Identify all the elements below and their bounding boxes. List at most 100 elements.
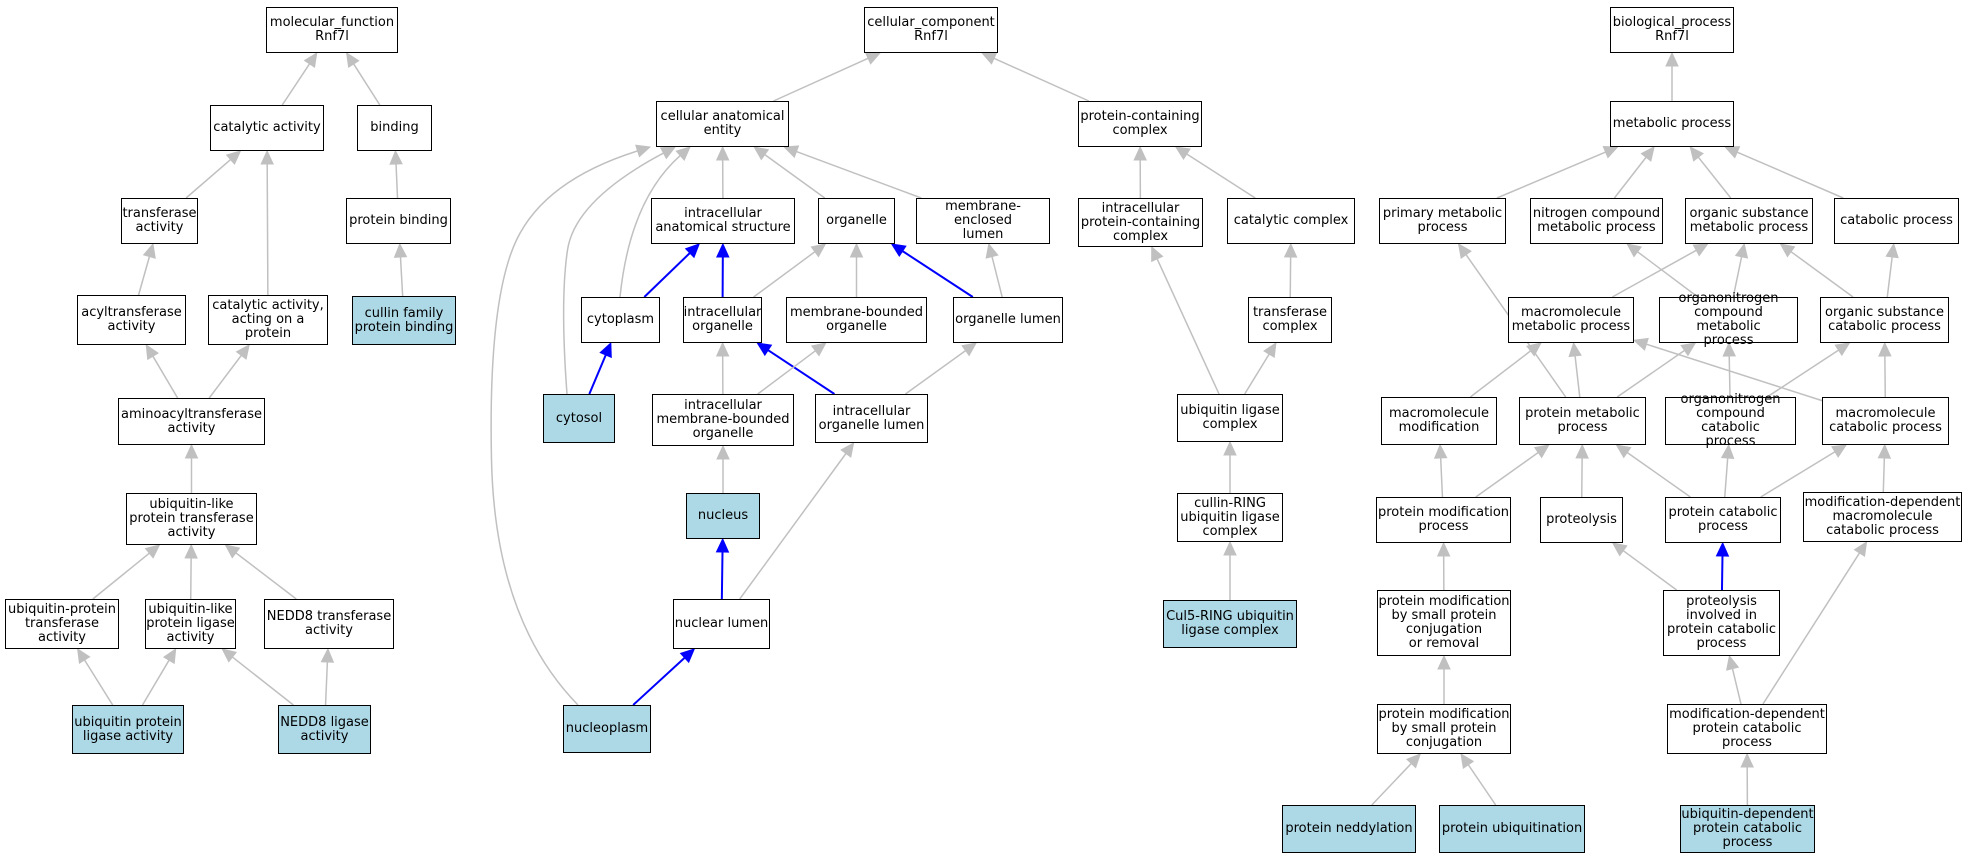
edge-nuclear-lumen-to-nucleus — [720, 551, 724, 600]
go-term-cullin-ring-complex: cullin-RING ubiquitin ligase complex — [1177, 493, 1283, 542]
go-term-macromolecule-catabolic: macromolecule catabolic process — [1822, 397, 1949, 445]
go-term-binding: binding — [357, 105, 432, 151]
go-term-transferase-complex: transferase complex — [1248, 297, 1332, 343]
go-term-protein-catabolic: protein catabolic process — [1665, 497, 1781, 543]
go-term-label: nucleoplasm — [565, 721, 649, 736]
edge-cullin-family-binding-to-protein-binding-arrowhead — [393, 242, 408, 258]
go-term-label: cellular anatomical entity — [660, 109, 785, 138]
edge-ubl-transferase-to-aminoacyltransferase-arrowhead — [184, 443, 199, 459]
edge-cytoplasm-to-intracellular-anatomical — [643, 252, 691, 298]
go-term-label: binding — [370, 120, 419, 135]
edge-mod-dep-protein-catabolic-to-proteolysis-catabolic — [1731, 668, 1742, 705]
go-term-label: cytoplasm — [586, 312, 655, 327]
go-term-intracellular-organelle-lumen: intracellular organelle lumen — [815, 394, 928, 443]
edge-membrane-enclosed-lumen-to-cellular-anatomical-entity-arrowhead — [783, 145, 800, 159]
edge-transferase-activity-to-catalytic-activity-arrowhead — [225, 150, 242, 165]
go-term-label: protein binding — [349, 213, 448, 228]
edge-protein-catabolic-to-macromolecule-catabolic-arrowhead — [1831, 444, 1848, 458]
go-term-label: intracellular anatomical structure — [655, 206, 791, 235]
go-term-ub-protein-transferase: ubiquitin-protein transferase activity — [5, 599, 119, 649]
edge-organelle-to-cellular-anatomical-entity — [764, 154, 826, 199]
edge-cul5-ring-complex-to-cullin-ring-complex-arrowhead — [1223, 540, 1237, 556]
edge-protein-binding-to-binding-arrowhead — [389, 149, 403, 165]
go-term-protein-ubiquitination: protein ubiquitination — [1439, 805, 1585, 853]
go-term-label: protein catabolic process — [1668, 505, 1778, 534]
edge-transferase-complex-to-catalytic-complex-arrowhead — [1283, 242, 1298, 258]
go-term-label: biological_process Rnf7l — [1612, 15, 1732, 44]
edge-nucleoplasm-to-nuclear-lumen — [632, 657, 686, 706]
edge-ub-dep-protein-catabolic-to-mod-dep-protein-catabolic-arrowhead — [1740, 752, 1754, 768]
edge-cullin-family-binding-to-protein-binding — [399, 256, 404, 297]
go-term-organonitrogen-metabolic: organonitrogen compound metabolic proces… — [1659, 292, 1798, 348]
go-term-label: proteolysis involved in protein cataboli… — [1666, 594, 1777, 651]
go-term-label: ubiquitin-protein transferase activity — [7, 602, 117, 645]
go-term-label: aminoacyltransferase activity — [121, 406, 262, 436]
edge-protein-catabolic-to-macromolecule-catabolic — [1760, 451, 1836, 498]
go-term-mod-dep-protein-catabolic: modification-dependent protein catabolic… — [1667, 704, 1827, 754]
edge-pm-small-protein-conj-to-pm-small-protein-conj-removal-arrowhead — [1437, 654, 1451, 670]
edge-intracellular-pc-complex-to-protein-containing-complex-arrowhead — [1133, 145, 1147, 161]
go-term-label: protein neddylation — [1285, 821, 1413, 836]
edge-ub-protein-transferase-to-ubl-transferase-arrowhead — [144, 544, 161, 559]
edge-protein-metabolic-to-macromolecule-metabolic — [1574, 355, 1581, 398]
edge-mod-dep-protein-catabolic-to-proteolysis-catabolic-arrowhead — [1726, 654, 1740, 671]
edge-membrane-enclosed-lumen-to-cellular-anatomical-entity — [796, 150, 922, 199]
go-term-protein-metabolic: protein metabolic process — [1519, 397, 1646, 445]
go-term-label: cullin family protein binding — [354, 305, 454, 335]
go-term-label: protein modification by small protein co… — [1378, 707, 1510, 750]
edge-nuclear-lumen-to-nucleus-arrowhead — [715, 537, 730, 553]
go-term-protein-binding: protein binding — [346, 198, 451, 244]
edge-catalytic-activity-to-mf-root-arrowhead — [303, 52, 318, 68]
edge-cytoplasm-to-cellular-anatomical-entity — [619, 155, 681, 298]
go-term-pm-small-protein-conj-removal: protein modification by small protein co… — [1377, 590, 1511, 656]
edge-catalytic-on-protein-to-catalytic-activity — [266, 163, 269, 296]
go-term-catalytic-complex: catalytic complex — [1227, 198, 1355, 244]
edge-macromolecule-catabolic-to-macromolecule-metabolic — [1646, 343, 1823, 402]
go-term-mod-dep-macromolecule-catabolic: modification-dependent macromolecule cat… — [1803, 492, 1962, 542]
edge-cullin-ring-complex-to-ub-ligase-complex-arrowhead — [1223, 440, 1237, 456]
edge-macromolecule-modification-to-macromolecule-metabolic — [1469, 350, 1532, 398]
edge-metabolic-process-to-bp-root-arrowhead — [1665, 51, 1679, 67]
edge-proteolysis-to-protein-metabolic-arrowhead — [1575, 443, 1589, 459]
edge-organic-substance-catabolic-to-catabolic-process-arrowhead — [1885, 242, 1899, 259]
go-term-nitrogen-compound-metabolic: nitrogen compound metabolic process — [1530, 198, 1663, 244]
edge-nitrogen-compound-metabolic-to-metabolic-process — [1613, 156, 1647, 199]
edge-organelle-lumen-to-organelle — [902, 250, 974, 298]
edge-catalytic-complex-to-protein-containing-complex-arrowhead — [1174, 146, 1191, 161]
edge-catabolic-process-to-metabolic-process — [1736, 151, 1844, 199]
edge-protein-modification-to-macromolecule-modification — [1439, 457, 1444, 498]
edge-nucleus-to-intracellular-mb-organelle-arrowhead — [716, 444, 730, 460]
edge-cellular-anatomical-entity-to-cc-root — [773, 57, 869, 102]
go-term-cellular-anatomical-entity: cellular anatomical entity — [656, 101, 789, 147]
go-term-label: cullin-RING ubiquitin ligase complex — [1180, 495, 1280, 539]
edge-intracellular-mb-organelle-to-membrane-bounded-organelle — [757, 350, 816, 395]
go-term-catalytic-on-protein: catalytic activity, acting on a protein — [208, 295, 328, 345]
go-term-organic-substance-metabolic: organic substance metabolic process — [1685, 198, 1813, 244]
go-term-membrane-enclosed-lumen: membrane-enclosed lumen — [916, 198, 1050, 244]
go-term-bp-root: biological_process Rnf7l — [1610, 7, 1734, 53]
go-term-organic-substance-catabolic: organic substance catabolic process — [1820, 297, 1949, 343]
go-term-intracellular-organelle: intracellular organelle — [683, 297, 762, 343]
go-term-catalytic-activity: catalytic activity — [210, 105, 324, 151]
edge-intracellular-anatomical-to-cellular-anatomical-entity-arrowhead — [715, 145, 730, 161]
edge-protein-modification-to-macromolecule-modification-arrowhead — [1433, 443, 1448, 459]
go-term-label: modification-dependent protein catabolic… — [1669, 707, 1825, 750]
edge-acyltransferase-activity-to-transferase-activity-arrowhead — [142, 242, 156, 259]
go-term-macromolecule-metabolic: macromolecule metabolic process — [1508, 297, 1634, 343]
go-term-label: organic substance metabolic process — [1689, 206, 1809, 235]
go-term-label: organic substance catabolic process — [1825, 305, 1944, 334]
edge-nitrogen-compound-metabolic-to-metabolic-process-arrowhead — [1640, 146, 1655, 162]
edge-catalytic-on-protein-to-catalytic-activity-arrowhead — [260, 149, 274, 165]
go-term-label: protein-containing complex — [1080, 109, 1200, 138]
edge-organic-substance-metabolic-to-metabolic-process — [1697, 156, 1732, 199]
go-term-label: macromolecule modification — [1388, 406, 1489, 435]
edge-protein-ubiquitination-to-pm-small-protein-conj — [1467, 764, 1497, 806]
go-term-label: ubiquitin-dependent protein catabolic pr… — [1681, 807, 1814, 850]
go-term-nedd8-transferase: NEDD8 transferase activity — [264, 599, 394, 649]
go-term-label: transferase complex — [1252, 305, 1328, 334]
go-term-intracellular-pc-complex: intracellular protein-containing complex — [1078, 198, 1203, 247]
edge-protein-metabolic-to-macromolecule-metabolic-arrowhead — [1568, 341, 1582, 358]
edge-ub-ligase-activity-to-ub-protein-transferase — [83, 659, 114, 706]
go-term-ubl-transferase: ubiquitin-like protein transferase activ… — [126, 493, 257, 545]
edge-nedd8-ligase-to-ubl-ligase — [232, 656, 294, 706]
